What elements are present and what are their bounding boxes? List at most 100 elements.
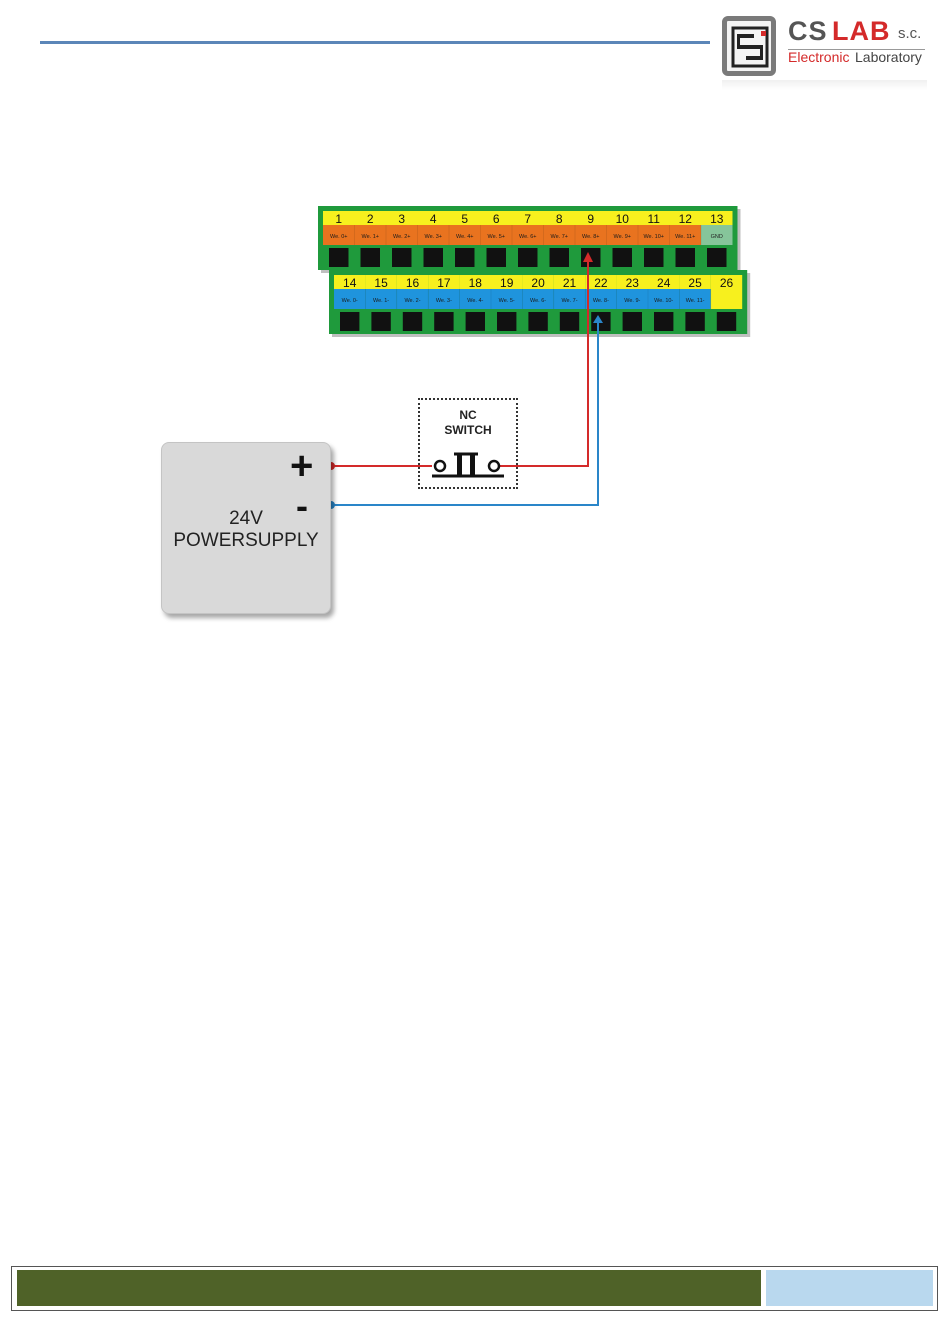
top-terminal-screw-terminal[interactable] (707, 248, 727, 267)
bottom-terminal-label-14: We. 0- (342, 298, 358, 304)
top-terminal-label-cell (606, 225, 638, 245)
bottom-terminal-number-cell (648, 275, 680, 289)
wire-positive (331, 262, 589, 467)
switch-name-text: SWITCH (444, 423, 492, 437)
psu-label: 24V POWERSUPPLY (161, 508, 331, 552)
bottom-terminal-number-cell (585, 275, 617, 289)
top-terminal-screw-terminal[interactable] (455, 248, 475, 267)
bottom-terminal-screw-terminal[interactable] (622, 312, 642, 331)
bottom-terminal-number-21: 21 (563, 276, 577, 290)
psu-voltage-text: 24V (229, 508, 263, 529)
top-terminal-number-cell (323, 211, 355, 225)
top-terminal-label-cell (480, 225, 512, 245)
top-terminal-number-cell (512, 211, 544, 225)
bottom-terminal-screw-terminal[interactable] (654, 312, 674, 331)
bottom-terminal-screw-terminal[interactable] (434, 312, 454, 331)
bottom-terminal-screw-terminal[interactable] (685, 312, 705, 331)
top-terminal-screw-terminal[interactable] (612, 248, 633, 267)
top-terminal-number-9: 9 (587, 212, 594, 226)
bottom-terminal-label-cell (616, 289, 648, 309)
top-terminal-label-5: We. 4+ (456, 234, 473, 240)
bottom-terminal-label-25: We. 11- (686, 298, 705, 304)
bottom-terminal-label-24: We. 10- (654, 298, 673, 304)
bottom-terminal-label-cell (585, 289, 617, 309)
top-terminal-screw-terminal[interactable] (360, 248, 381, 267)
wire-negative-arrow-icon (593, 315, 603, 323)
bottom-terminal-number-17: 17 (437, 276, 451, 290)
logo-divider (788, 49, 925, 50)
top-terminal-label-13: GND (711, 234, 723, 240)
psu-minus-terminal-label: - (296, 485, 308, 526)
top-terminal-label-3: We. 2+ (393, 234, 410, 240)
bottom-terminal-screw-terminal[interactable] (497, 312, 517, 331)
bottom-terminal-screw-terminal[interactable] (528, 312, 548, 331)
bottom-terminal-screw-terminal[interactable] (340, 312, 360, 331)
top-terminal-screw-terminal[interactable] (549, 248, 570, 267)
top-terminal-screw-terminal[interactable] (423, 248, 444, 267)
logo-laboratory-text: Laboratory (855, 49, 922, 65)
terminal-strip-top: 1We. 0+2We. 1+3We. 2+4We. 3+5We. 4+6We. … (318, 206, 741, 273)
top-terminal-label-cell (575, 225, 607, 245)
top-terminal-number-cell (386, 211, 418, 225)
bottom-terminal-label-17: We. 3- (436, 298, 452, 304)
bottom-terminal-screw-terminal[interactable] (716, 312, 737, 331)
nc-switch-box (418, 398, 518, 489)
top-terminal-label-7: We. 6+ (519, 234, 536, 240)
bottom-terminal-screw-terminal[interactable] (371, 312, 391, 331)
bottom-terminal-label-cell (396, 289, 429, 309)
wiring-diagram-svg: 1We. 0+2We. 1+3We. 2+4We. 3+5We. 4+6We. … (318, 206, 751, 509)
bottom-terminal-number-15: 15 (374, 276, 388, 290)
top-terminal-number-cell (480, 211, 512, 225)
top-terminal-label-cell (701, 225, 733, 245)
bottom-terminal-label-16: We. 2- (404, 298, 420, 304)
top-terminal-screw-terminal[interactable] (329, 248, 349, 267)
top-terminal-label-cell (417, 225, 449, 245)
bottom-terminal-label-cell (491, 289, 523, 309)
top-terminal-number-3: 3 (398, 212, 405, 226)
bottom-terminal-number-cell (553, 275, 586, 289)
top-terminal-number-5: 5 (461, 212, 468, 226)
top-terminal-label-cell (449, 225, 481, 245)
top-terminal-number-cell (354, 211, 386, 225)
logo-lab-text: LAB (832, 16, 891, 46)
bottom-terminal-label-cell (522, 289, 554, 309)
bottom-terminal-number-19: 19 (500, 276, 514, 290)
top-terminal-number-cell (701, 211, 733, 225)
top-terminal-number-2: 2 (367, 212, 374, 226)
bottom-terminal-number-23: 23 (626, 276, 640, 290)
nc-switch-label: NC SWITCH (418, 408, 518, 438)
bottom-terminal-screw-terminal[interactable] (559, 312, 580, 331)
bottom-terminal-number-16: 16 (406, 276, 420, 290)
bottom-terminal-label-cell (428, 289, 460, 309)
top-terminal-screw-terminal[interactable] (486, 248, 507, 267)
top-terminal-number-13: 13 (710, 212, 724, 226)
top-terminal-screw-terminal[interactable] (675, 248, 696, 267)
top-terminal-number-10: 10 (616, 212, 630, 226)
top-terminal-label-1: We. 0+ (330, 234, 347, 240)
top-terminal-number-cell (543, 211, 575, 225)
top-terminal-number-cell (606, 211, 638, 225)
top-terminal-screw-terminal[interactable] (644, 248, 664, 267)
bottom-terminal-screw-terminal[interactable] (402, 312, 423, 331)
top-terminal-label-9: We. 8+ (582, 234, 599, 240)
top-terminal-screw-terminal[interactable] (518, 248, 538, 267)
bottom-terminal-number-26: 26 (720, 276, 734, 290)
top-terminal-number-7: 7 (524, 212, 531, 226)
bottom-terminal-number-cell (459, 275, 491, 289)
cslab-logo: CS LAB s.c. Electronic Laboratory (718, 12, 933, 92)
top-terminal-label-11: We. 10+ (643, 234, 664, 240)
top-terminal-label-6: We. 5+ (488, 234, 505, 240)
top-terminal-number-1: 1 (335, 212, 342, 226)
logo-reflection (722, 80, 927, 90)
top-terminal-label-cell (323, 225, 355, 245)
psu-name-text: POWERSUPPLY (173, 530, 319, 551)
top-terminal-number-cell (575, 211, 607, 225)
bottom-terminal-number-22: 22 (594, 276, 608, 290)
top-terminal-label-cell (354, 225, 386, 245)
top-terminal-screw-terminal[interactable] (392, 248, 412, 267)
top-terminal-number-6: 6 (493, 212, 500, 226)
bottom-terminal-screw-terminal[interactable] (465, 312, 485, 331)
top-terminal-label-10: We. 9+ (614, 234, 631, 240)
top-terminal-label-cell (512, 225, 544, 245)
